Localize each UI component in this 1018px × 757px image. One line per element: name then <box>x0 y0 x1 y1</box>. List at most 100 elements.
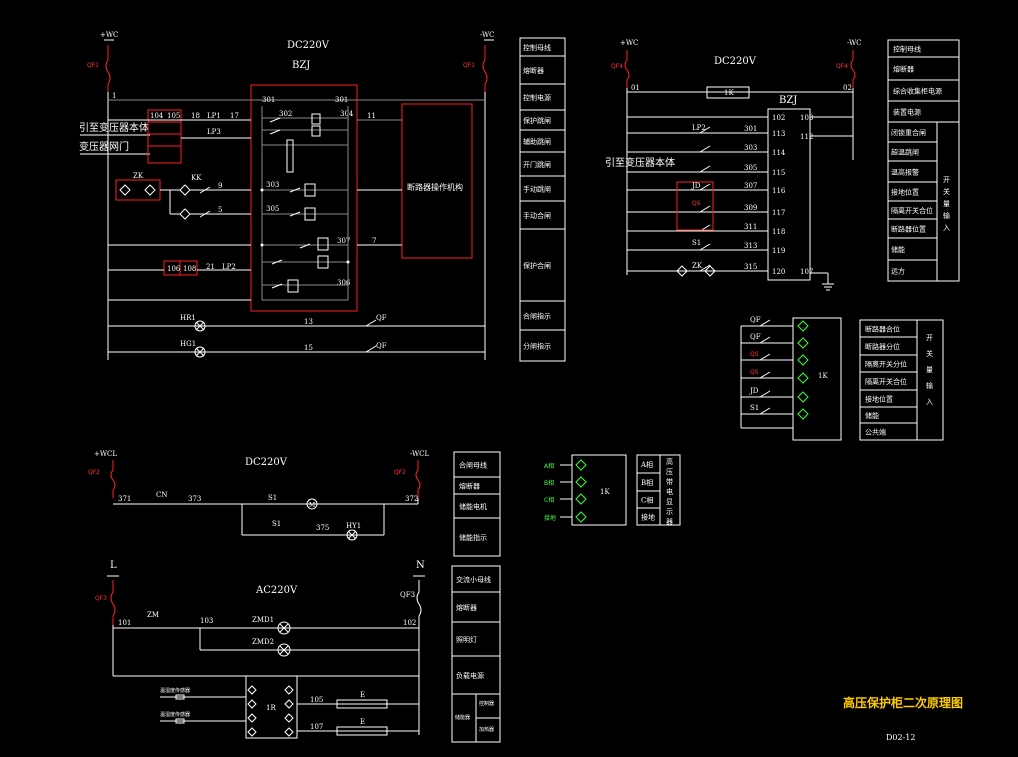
bzj-terminal-block <box>767 108 811 281</box>
contact-qs: QS <box>692 200 701 207</box>
cn-label: CN <box>156 491 167 499</box>
hv-side-char: 示 <box>666 508 673 516</box>
bus-plus-wcl: +WCL <box>94 450 117 458</box>
bzj-out-terminal: 120 <box>772 268 785 276</box>
ac-circuit: L N AC220V QF3 QF3 101 ZM 103 102 ZMD1 Z… <box>95 560 501 743</box>
fuse-qf3-right: QF3 <box>400 591 415 599</box>
fuse-qf2-left-symbol <box>110 460 116 498</box>
bus-minus-wcl: -WCL <box>410 450 430 458</box>
legend-d <box>453 451 501 557</box>
motor-label: M <box>309 502 315 509</box>
legend-e-a: 储能器 <box>455 714 470 721</box>
fuse-qf3-left: QF3 <box>95 595 107 602</box>
terminal-107-ac: 107 <box>310 723 323 731</box>
dc-voltage-3: DC220V <box>245 457 288 468</box>
controller-1r <box>245 675 298 739</box>
legend-b-item: 超温跳闸 <box>891 148 919 157</box>
fuse-qf4-right-symbol <box>850 50 856 88</box>
transformer-door-label: 变压器网门 <box>79 140 129 153</box>
controller-terminal-icon <box>284 685 294 695</box>
bus-n: N <box>416 560 425 571</box>
bzj-out-terminal: 114 <box>772 149 786 157</box>
bus-l: L <box>110 560 117 571</box>
legend-e-item: 负载电源 <box>456 671 484 680</box>
terminal-373: 373 <box>188 495 201 503</box>
fuse-qf1-right: QF1 <box>463 62 475 69</box>
controller-terminal-icon <box>247 685 257 695</box>
k1-box-top <box>706 86 750 99</box>
input-diamond-icon <box>797 337 809 349</box>
terminal-375: 375 <box>316 524 329 532</box>
controller-terminal-icon <box>284 713 294 723</box>
terminal-307: 307 <box>337 237 350 245</box>
dc-voltage-2: DC220V <box>714 56 757 67</box>
terminal-305: 305 <box>266 205 279 213</box>
legend-c-item: 隔离开关分位 <box>865 360 907 369</box>
terminal-9: 9 <box>218 182 222 190</box>
terminal-5: 5 <box>218 206 222 214</box>
bzj-out-terminal: 117 <box>772 209 785 217</box>
terminal-18: 18 <box>191 112 200 120</box>
bzj-label-2: BZJ <box>779 95 797 106</box>
input-diamond-icon <box>797 372 809 384</box>
drawing-number: D02-12 <box>886 733 915 742</box>
legend-b-item: 接地位置 <box>891 188 919 197</box>
hv-diamond-icon <box>575 511 587 523</box>
controller-terminal-icon <box>284 699 294 709</box>
hv-legend-item: A相 <box>640 460 653 469</box>
bzj-internals <box>260 106 350 301</box>
legend-c <box>859 319 944 441</box>
controller-terminal-icon <box>247 727 257 737</box>
zmd1-lamp <box>277 621 291 635</box>
kk-label: KK <box>191 174 202 182</box>
legend-d-item: 熔断器 <box>459 482 480 491</box>
hv-phase-label: C相 <box>544 496 554 504</box>
legend-e-item: 熔断器 <box>456 603 477 612</box>
bzj-in-terminal: 309 <box>744 204 757 212</box>
legend-b-side-char: 输 <box>943 211 950 220</box>
legend-b-item: 温高报警 <box>891 168 919 177</box>
legend-a-item: 分闸指示 <box>523 342 551 351</box>
main-control-circuit: +WC -WC DC220V BZJ QF1 QF1 1 301 301 302… <box>79 31 495 360</box>
hv-phase-label: A相 <box>544 462 554 470</box>
terminal-301b: 301 <box>335 96 348 104</box>
lp2-label: LP2 <box>222 263 236 271</box>
hv-side-char: 高 <box>666 457 673 466</box>
legend-c-side-char: 输 <box>926 381 933 390</box>
row-left-label: LP2 <box>692 124 706 132</box>
qf-contact-1: QF <box>376 314 387 322</box>
input-diamond-icon <box>797 391 809 403</box>
legend-a-item: 辅助跳闸 <box>523 137 551 146</box>
s1b-label: S1 <box>272 520 281 528</box>
mid-contact-label: QS <box>750 369 759 376</box>
hv-side-char: 器 <box>666 518 673 526</box>
controller-1r-label: 1R <box>266 704 276 712</box>
breaker-mechanism-label: 断路器操作机构 <box>407 182 463 192</box>
legend-b-item: 远方 <box>891 267 905 276</box>
bzj-terminal-112: 112 <box>800 133 813 141</box>
legend-a-item: 手动跳闸 <box>523 185 551 194</box>
terminal-105-ac: 105 <box>310 696 323 704</box>
bzj-in-terminal: 307 <box>744 182 757 190</box>
terminal-105: 105 <box>167 112 180 120</box>
legend-a-item: 合闸指示 <box>523 312 551 321</box>
terminal-15: 15 <box>304 344 313 352</box>
terminal-301: 301 <box>262 96 275 104</box>
legend-b-item: 隔离开关合位 <box>891 206 933 215</box>
input-diamond-icon <box>797 320 809 332</box>
hv-side-char: 显 <box>666 498 673 506</box>
terminal-108: 108 <box>183 265 196 273</box>
legend-d-item: 合闸母线 <box>459 461 487 470</box>
motor-symbol <box>306 498 318 510</box>
input-diamond-icon <box>797 408 809 420</box>
contact-group-box <box>676 181 714 231</box>
bus-plus-wc-r: +WC <box>620 39 638 47</box>
terminal-17: 17 <box>230 112 239 120</box>
legend-b-side-char: 开 <box>943 176 950 184</box>
bzj-in-terminal: 301 <box>744 125 757 133</box>
lp3-label: LP3 <box>207 128 221 136</box>
terminal-104: 104 <box>150 112 164 120</box>
